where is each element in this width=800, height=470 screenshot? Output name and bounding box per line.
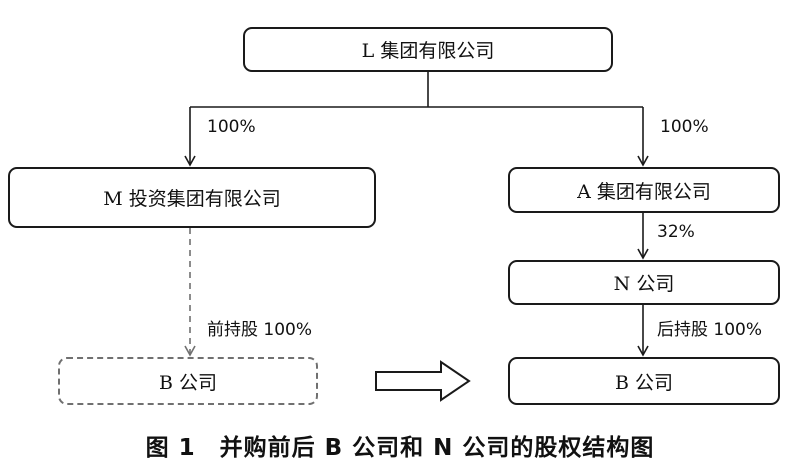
edge-label-l-to-a: 100% bbox=[660, 117, 709, 137]
edge-label-m-to-b: 前持股 100% bbox=[207, 320, 313, 340]
edge-label-l-to-m: 100% bbox=[207, 117, 256, 137]
node-b-company-after: B 公司 bbox=[508, 357, 780, 405]
node-a-group: A 集团有限公司 bbox=[508, 167, 780, 213]
transition-arrow-icon bbox=[375, 360, 471, 402]
edge-label-n-to-b: 后持股 100% bbox=[657, 320, 763, 340]
node-n-company: N 公司 bbox=[508, 260, 780, 305]
node-b-company-before: B 公司 bbox=[58, 357, 318, 405]
figure-caption: 图 1 并购前后 B 公司和 N 公司的股权结构图 bbox=[145, 435, 655, 461]
node-l-group: L 集团有限公司 bbox=[243, 27, 613, 72]
edge-label-a-to-n: 32% bbox=[657, 222, 695, 242]
node-m-investment-group: M 投资集团有限公司 bbox=[8, 167, 376, 228]
